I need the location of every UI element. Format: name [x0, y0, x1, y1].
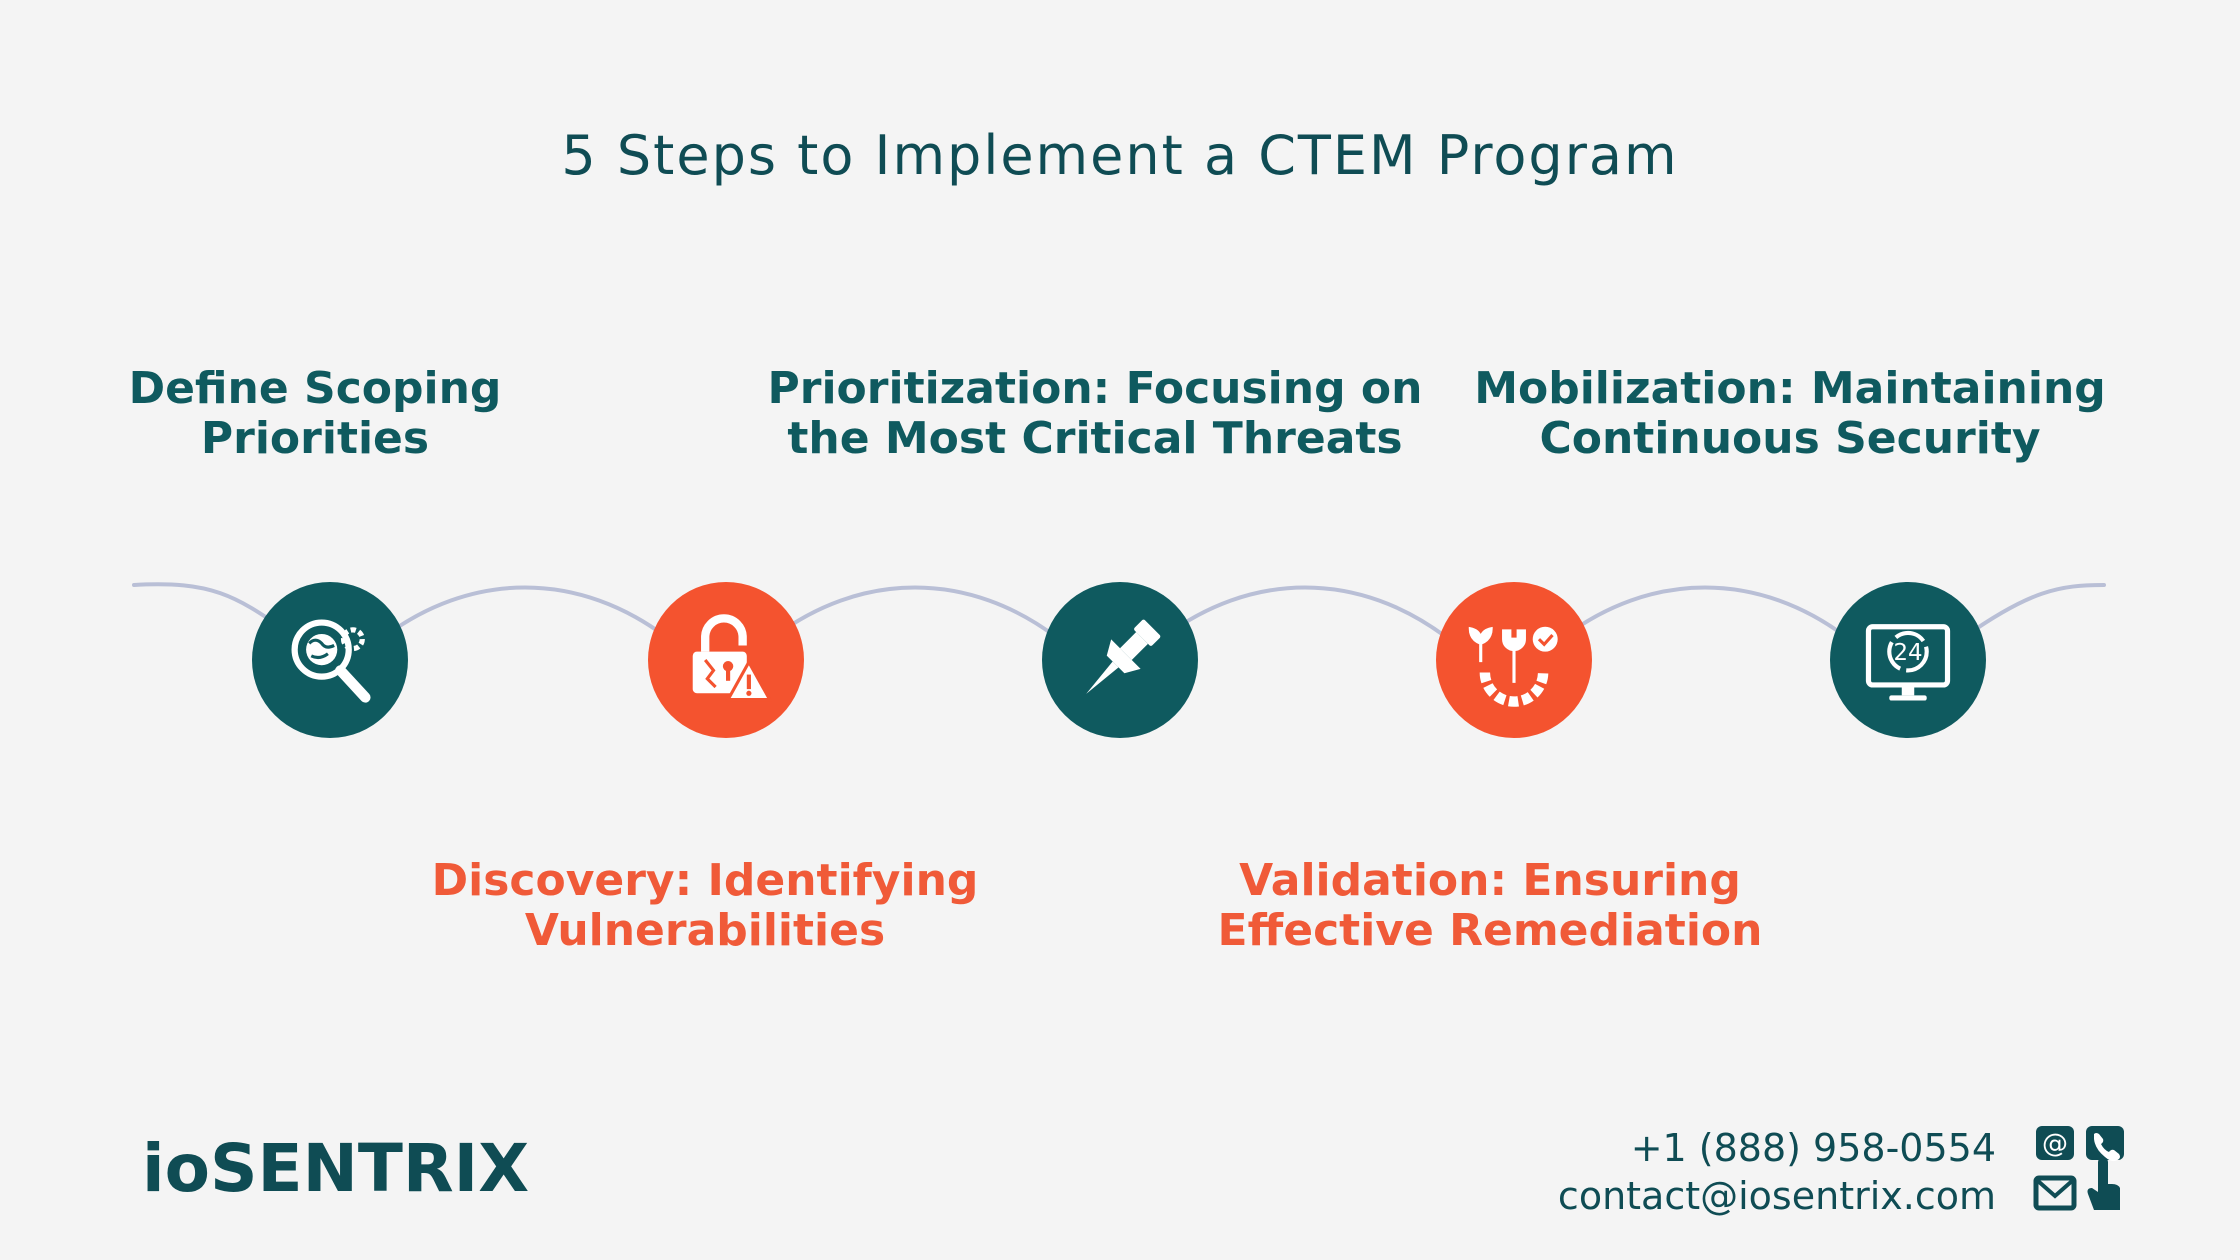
step-4-circle [1436, 582, 1592, 738]
step-1-label-line2: Priorities [200, 413, 430, 464]
step-3-label: Prioritization: Focusing on the Most Cri… [760, 364, 1430, 464]
step-4-label-line1: Validation: Ensuring [1239, 855, 1741, 906]
page-title: 5 Steps to Implement a CTEM Program [561, 124, 1679, 187]
step-5-label-line2: Continuous Security [1539, 413, 2041, 464]
step-2-label: Discovery: Identifying Vulnerabilities [420, 856, 990, 956]
step-3-label-line2: the Most Critical Threats [787, 413, 1403, 464]
magnifier-gear-icon [291, 619, 371, 703]
push-pin-icon [1086, 619, 1161, 694]
step-2-label-line1: Discovery: Identifying [431, 855, 979, 906]
step-3-circle [1042, 582, 1198, 738]
monitor-badge-text: 24 [1893, 640, 1922, 666]
step-1-label-line1: Define Scoping [128, 363, 502, 414]
step-1-circle [252, 582, 408, 738]
step-5-label-line1: Mobilization: Maintaining [1474, 363, 2106, 414]
at-sign-icon: @ [2036, 1126, 2074, 1160]
step-2-circle [648, 582, 804, 738]
step-5-circle: 24 [1830, 582, 1986, 738]
step-3-label-line1: Prioritization: Focusing on [767, 363, 1423, 414]
step-1-label: Define Scoping Priorities [100, 364, 530, 464]
brand-logo: ioSENTRIX [142, 1130, 530, 1207]
step-5-label: Mobilization: Maintaining Continuous Sec… [1470, 364, 2110, 464]
contact-email[interactable]: contact@iosentrix.com [1557, 1174, 1996, 1218]
gear-wrench-check-icon [1468, 626, 1558, 707]
step-4-label-line2: Effective Remediation [1217, 905, 1763, 956]
hand-pointer-icon [2087, 1157, 2120, 1210]
broken-lock-warning-icon [692, 614, 773, 702]
envelope-icon [2033, 1175, 2077, 1211]
phone-icon [2086, 1126, 2124, 1162]
contact-block: +1 (888) 958-0554 contact@iosentrix.com [1558, 1124, 1996, 1220]
step-2-label-line2: Vulnerabilities [524, 905, 886, 956]
contact-icons: @ [2033, 1126, 2124, 1211]
monitor-24-icon: 24 [1865, 624, 1951, 701]
svg-text:@: @ [2042, 1129, 2068, 1159]
contact-phone[interactable]: +1 (888) 958-0554 [1630, 1126, 1996, 1170]
step-4-label: Validation: Ensuring Effective Remediati… [1200, 856, 1780, 956]
